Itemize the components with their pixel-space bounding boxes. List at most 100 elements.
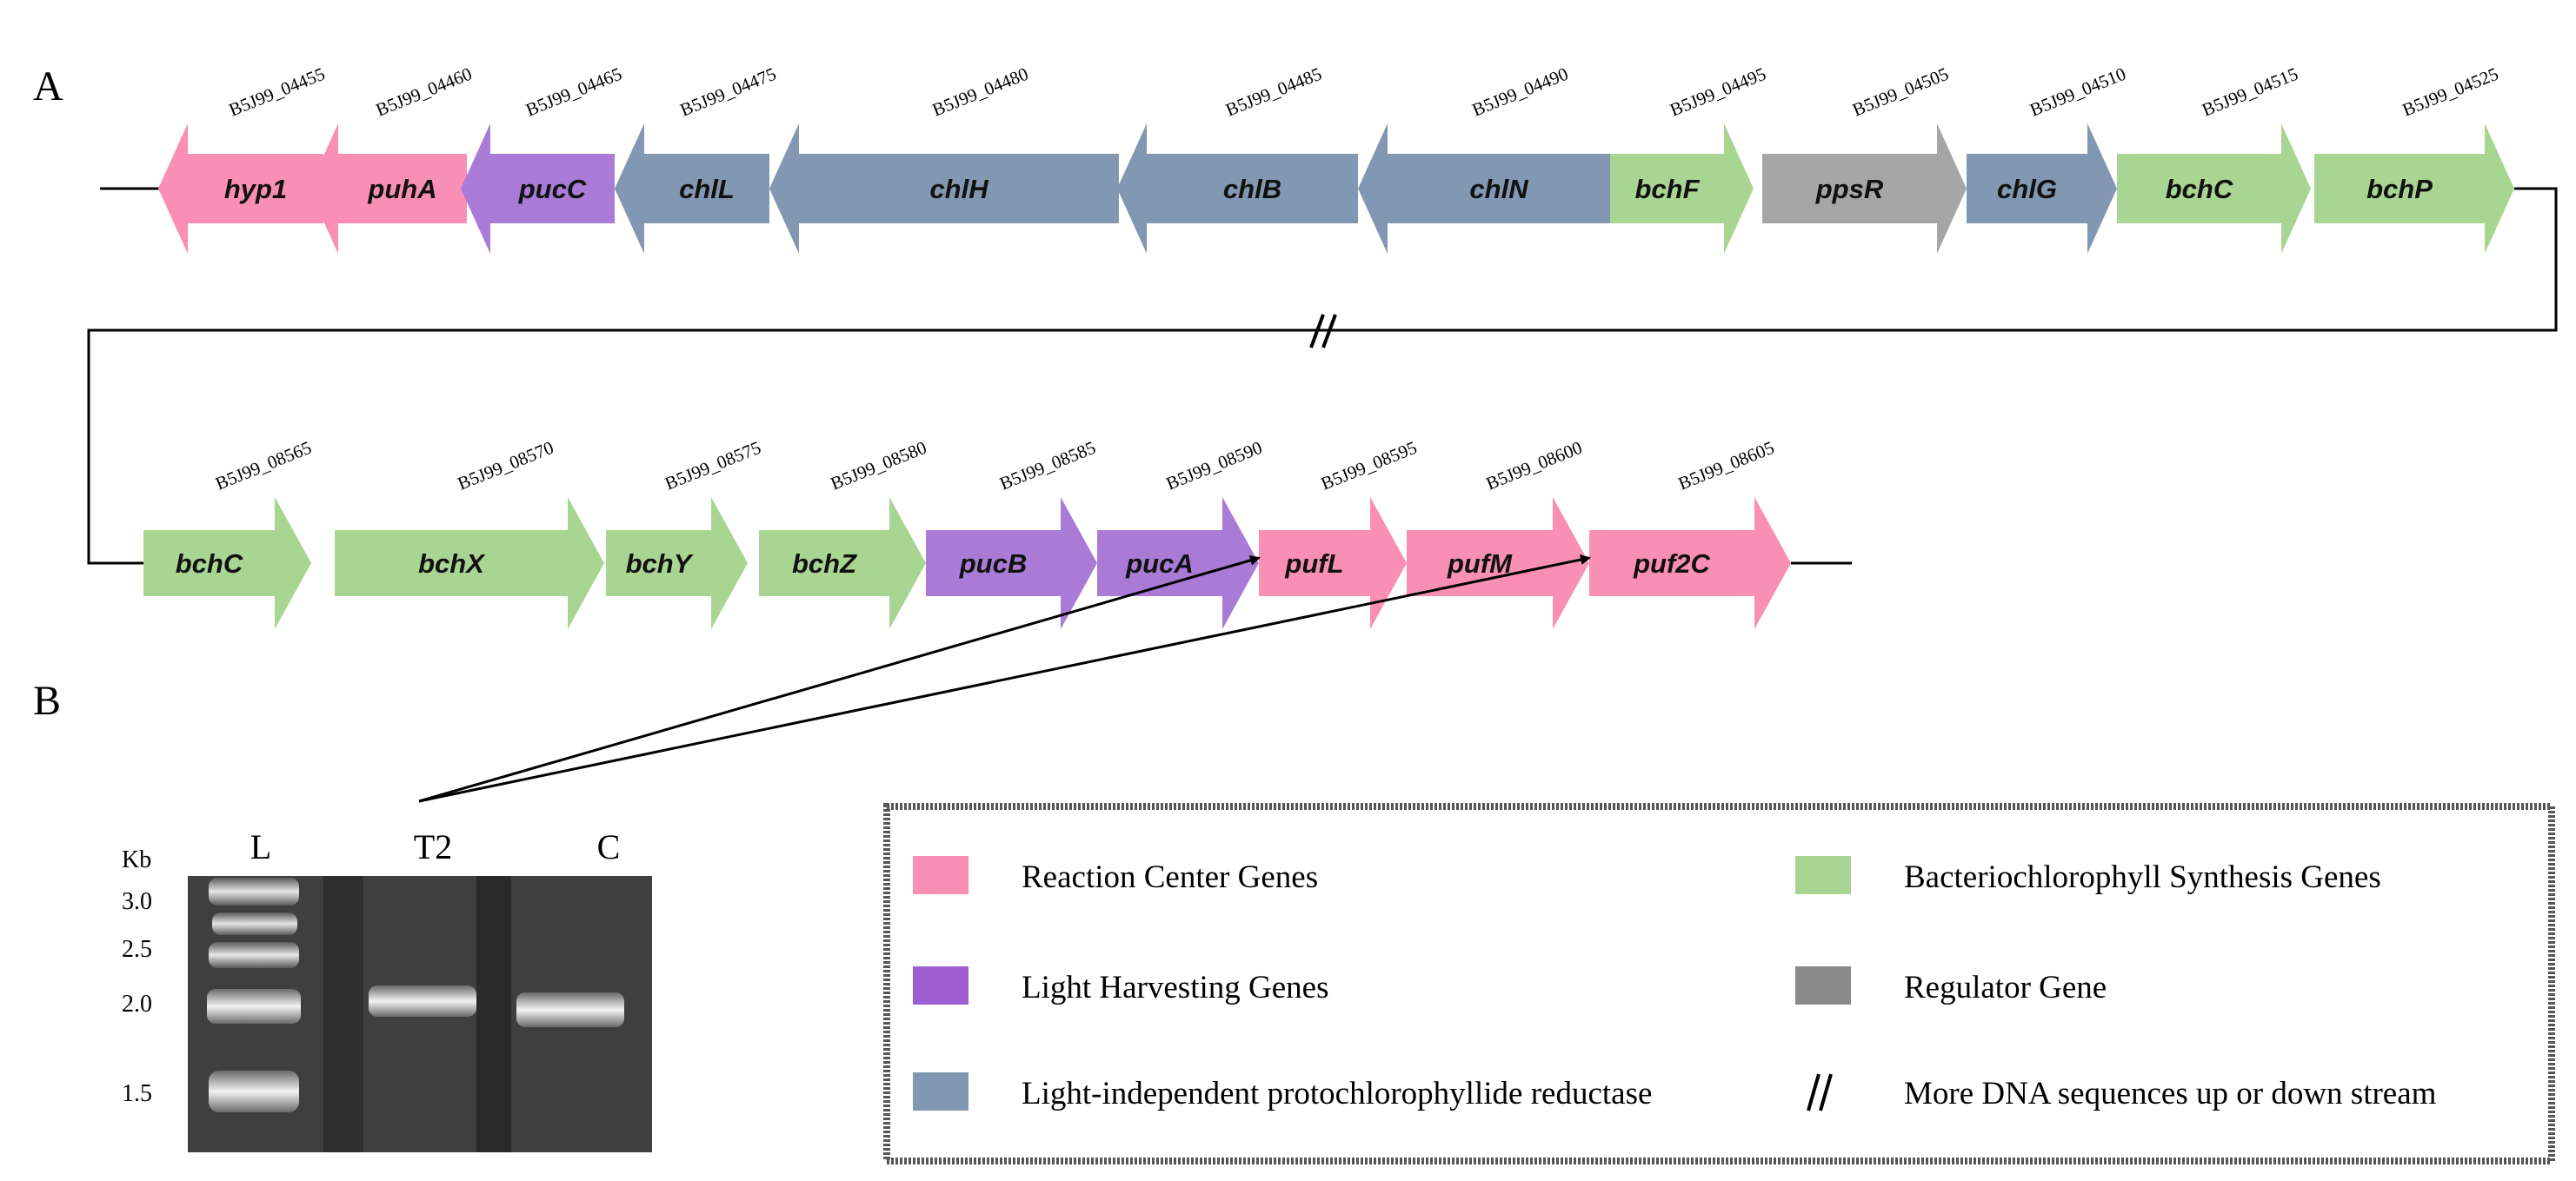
- locus-tag-label: B5J99_04480: [929, 63, 1031, 121]
- gene-arrow-puca: pucA B5J99_08590: [1097, 437, 1265, 629]
- dna-backbone: [87, 187, 2558, 565]
- gene-arrow-pufm: pufM B5J99_08600: [1407, 437, 1589, 629]
- gene-arrow-shape: [1967, 123, 2117, 254]
- locus-tag-label: B5J99_08575: [662, 437, 763, 494]
- locus-tag-label: B5J99_04455: [226, 63, 328, 121]
- gel-marker-3-0: 3.0: [122, 888, 152, 915]
- panel-label-b: B: [33, 678, 61, 724]
- gene-name-label: bchF: [1634, 174, 1700, 204]
- locus-tag-label: B5J99_04475: [677, 63, 779, 121]
- locus-tag-label: B5J99_08595: [1318, 437, 1420, 494]
- gene-arrow-shape: [461, 123, 615, 254]
- gel-panel: Kb L T2 C 3.0 2.5 2.0 1.5: [122, 827, 652, 1152]
- ladder-band: [212, 912, 297, 935]
- legend-label-protochlorophyllide: Light-independent protochlorophyllide re…: [1022, 1076, 1652, 1111]
- gel-lane-label-c: C: [597, 827, 621, 866]
- gene-arrow-bchc: bchC B5J99_08565: [143, 437, 315, 629]
- legend-swatch-reaction-center: [913, 856, 968, 894]
- gene-name-label: bchC: [176, 548, 243, 579]
- legend-swatch-bacteriochlorophyll: [1795, 856, 1851, 894]
- locus-tag-label: B5J99_04460: [373, 63, 475, 121]
- gene-name-label: chlG: [1997, 174, 2057, 204]
- gene-arrow-shape: [1117, 123, 1358, 254]
- gel-unit-label: Kb: [122, 846, 151, 873]
- ladder-band: [207, 989, 301, 1024]
- arrow-to-puf2c: [418, 554, 1591, 803]
- gene-name-label: bchP: [2366, 174, 2433, 204]
- locus-tag-label: B5J99_08600: [1483, 437, 1585, 494]
- break-mark: [1309, 314, 1337, 348]
- gene-arrow-ppsr: ppsR B5J99_04505: [1762, 63, 1967, 254]
- locus-tag-label: B5J99_04495: [1667, 63, 1768, 121]
- legend-swatch-protochlorophyllide: [913, 1072, 968, 1111]
- arrow-to-pufl: [418, 555, 1261, 803]
- gene-arrow-shape: [769, 123, 1119, 254]
- legend-label-light-harvesting: Light Harvesting Genes: [1022, 970, 1328, 1005]
- gene-name-label: chlL: [679, 174, 735, 204]
- locus-tag-label: B5J99_04515: [2199, 63, 2300, 121]
- gene-arrow-shape: [926, 497, 1097, 629]
- gene-name-label: pucC: [518, 174, 587, 204]
- gene-row-1: hyp1B5J99_04455puhAB5J99_04460pucCB5J99_…: [158, 63, 2514, 254]
- gene-name-label: pucA: [1125, 548, 1194, 579]
- pcr-target-arrows: [418, 554, 1591, 803]
- gel-lane-label-l: L: [250, 827, 271, 866]
- gene-name-label: puhA: [367, 174, 436, 204]
- gene-name-label: bchC: [2166, 174, 2233, 204]
- gene-arrow-shape: [759, 497, 926, 629]
- gene-name-label: bchY: [626, 548, 695, 579]
- gene-name-label: puf2C: [1633, 548, 1710, 579]
- locus-tag-label: B5J99_08585: [996, 437, 1098, 494]
- gene-name-label: bchZ: [792, 548, 857, 579]
- legend-swatch-regulator: [1795, 966, 1851, 1005]
- gel-marker-1-5: 1.5: [122, 1080, 152, 1107]
- gene-arrow-shape: [2117, 123, 2311, 254]
- gel-lane-label-t2: T2: [414, 827, 452, 866]
- legend-label-bacteriochlorophyll: Bacteriochlorophyll Synthesis Genes: [1904, 859, 2381, 895]
- locus-tag-label: B5J99_08565: [212, 437, 314, 494]
- locus-tag-label: B5J99_08605: [1675, 437, 1777, 494]
- gene-arrow-shape: [615, 123, 769, 254]
- gene-arrow-puf2c: puf2C B5J99_08605: [1589, 437, 1791, 629]
- legend-label-more-dna: More DNA sequences up or down stream: [1904, 1076, 2437, 1111]
- legend: Reaction Center Genes Light Harvesting G…: [883, 803, 2555, 1164]
- gene-arrow-shape: [335, 497, 604, 629]
- gene-arrow-shape: [1358, 123, 1610, 254]
- locus-tag-label: B5J99_04510: [2027, 63, 2128, 121]
- legend-label-regulator: Regulator Gene: [1904, 970, 2107, 1005]
- gene-arrow-bchp: bchP B5J99_04525: [2314, 63, 2514, 254]
- legend-break-mark-icon: [1807, 1073, 1833, 1111]
- gene-arrow-shape: [1407, 497, 1589, 629]
- gene-arrow-shape: [309, 123, 467, 254]
- locus-tag-label: B5J99_04485: [1222, 63, 1324, 121]
- gene-arrow-shape: [158, 123, 323, 254]
- gene-arrow-pucb: pucB B5J99_08585: [926, 437, 1099, 629]
- locus-tag-label: B5J99_08590: [1163, 437, 1265, 494]
- gene-name-label: pufM: [1447, 548, 1513, 579]
- gene-arrow-shape: [2314, 123, 2514, 254]
- gel-marker-2-5: 2.5: [122, 936, 152, 963]
- locus-tag-label: B5J99_04505: [1849, 63, 1951, 121]
- legend-swatch-light-harvesting: [913, 966, 968, 1005]
- gene-arrow-shape: [143, 497, 311, 629]
- gene-arrow-chlg: chlG B5J99_04510: [1967, 63, 2129, 254]
- gene-arrow-chlb: chlB B5J99_04485: [1117, 63, 1358, 254]
- t2-pcr-band: [369, 985, 476, 1017]
- ladder-band: [209, 942, 299, 968]
- gene-name-label: pucB: [959, 548, 1028, 579]
- locus-tag-label: B5J99_04525: [2400, 63, 2501, 121]
- legend-label-reaction-center: Reaction Center Genes: [1022, 859, 1318, 895]
- gene-arrow-shape: [606, 497, 748, 629]
- gene-arrow-shape: [1259, 497, 1407, 629]
- gene-name-label: ppsR: [1815, 174, 1884, 204]
- gene-arrow-bchc: bchC B5J99_04515: [2117, 63, 2311, 254]
- gene-name-label: hyp1: [224, 174, 287, 204]
- gene-name-label: chlB: [1223, 174, 1281, 204]
- gene-arrow-chll: chlL B5J99_04475: [615, 63, 779, 254]
